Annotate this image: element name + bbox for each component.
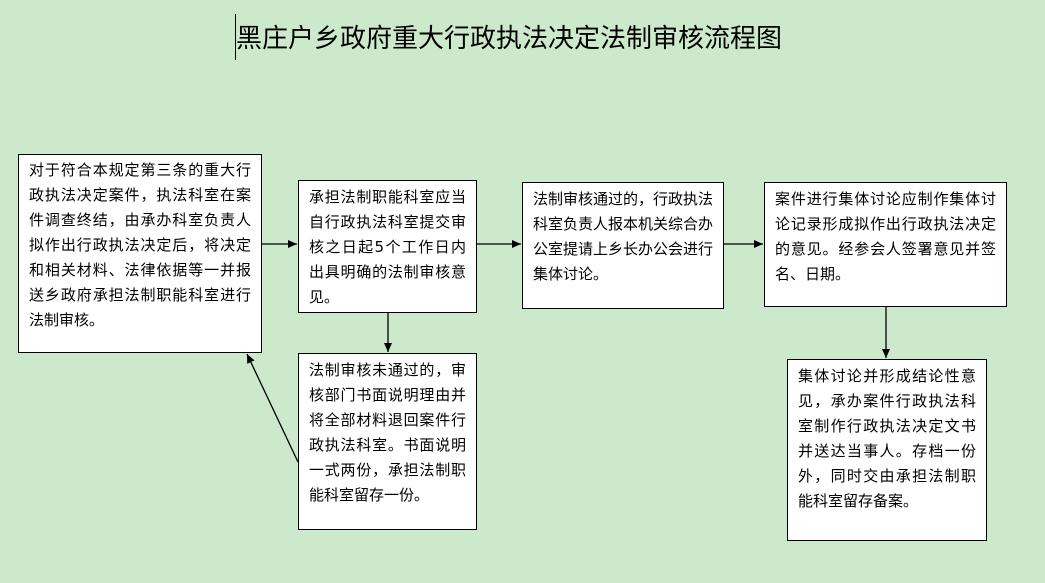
step-review-box: 承担法制职能科室应当自行政执法科室提交审核之日起5个工作日内出具明确的法制审核意… <box>298 180 477 313</box>
step-rejected-box: 法制审核未通过的，审核部门书面说明理由并将全部材料退回案件行政执法科室。书面说明… <box>298 353 477 530</box>
step-discussion-box: 案件进行集体讨论应制作集体讨论记录形成拟作出行政执法决定的意见。经参会人签署意见… <box>764 182 1007 307</box>
step-submit-box: 对于符合本规定第三条的重大行政执法决定案件，执法科室在案件调查终结，由承办科室负… <box>18 154 262 353</box>
step-final-box: 集体讨论并形成结论性意见，承办案件行政执法科室制作行政执法决定文书并送达当事人。… <box>787 359 987 541</box>
text-cursor <box>235 14 236 60</box>
diagram-title: 黑庄户乡政府重大行政执法决定法制审核流程图 <box>236 24 783 54</box>
step-approved-box: 法制审核通过的，行政执法科室负责人报本机关综合办公室提请上乡长办公会进行集体讨论… <box>522 182 724 309</box>
arrow-rejected-to-submit <box>246 353 299 463</box>
